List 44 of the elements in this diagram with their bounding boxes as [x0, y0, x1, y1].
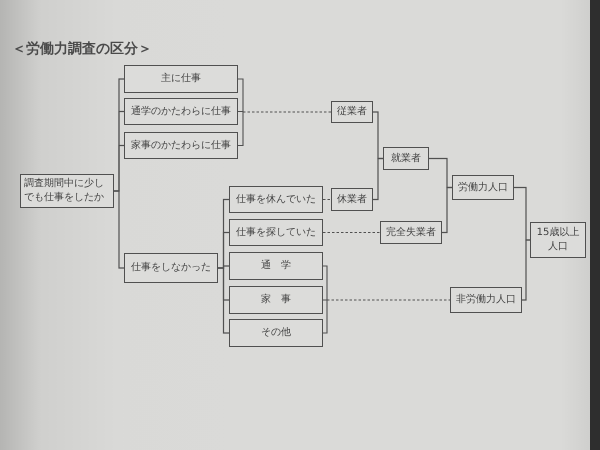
dashed-connector: [238, 111, 331, 146]
category-box: [331, 101, 373, 123]
category-box: [229, 252, 323, 280]
dashed-connector: [322, 232, 380, 234]
category-label: 就業者: [391, 152, 421, 166]
diagram-title: ＜労働力調査の区分＞: [12, 40, 152, 58]
category-label: 通学のかたわらに仕事: [131, 104, 231, 118]
dashed-connector: [323, 299, 450, 334]
category-label: 家 事: [261, 293, 291, 307]
category-box: [229, 319, 323, 347]
connector-line: [373, 158, 383, 200]
connector-line: [218, 267, 229, 334]
category-box: [383, 147, 429, 170]
category-label: 完全失業者: [386, 226, 436, 240]
category-box: [450, 287, 522, 313]
connector-line: [522, 239, 530, 301]
category-label: 通 学: [261, 259, 291, 273]
category-label: 仕事をしなかった: [131, 261, 211, 275]
category-label: 仕事を休んでいた: [236, 192, 316, 206]
category-box: [452, 175, 514, 200]
connector-line: [442, 186, 452, 234]
category-box: [229, 286, 323, 314]
category-label: 仕事を探していた: [236, 226, 316, 240]
category-box: [229, 219, 323, 246]
category-box: [124, 132, 238, 159]
category-box: [20, 174, 114, 208]
category-box: [124, 65, 238, 93]
category-box: [229, 186, 323, 213]
category-label: 15歳以上人口: [536, 226, 580, 254]
category-label: 主に仕事: [161, 72, 201, 86]
connector-line: [114, 190, 124, 269]
category-box: [380, 221, 442, 244]
category-box: [530, 222, 586, 258]
category-box: [124, 98, 238, 125]
category-label: その他: [261, 326, 291, 340]
category-label: 労働力人口: [458, 180, 508, 194]
category-label: 家事のかたわらに仕事: [131, 138, 231, 152]
category-label: 休業者: [337, 192, 367, 206]
category-label: 従業者: [337, 105, 367, 119]
category-box: [124, 253, 218, 283]
category-box: [331, 188, 373, 211]
category-label: 非労働力人口: [456, 293, 516, 307]
dashed-connector: [322, 198, 331, 200]
category-label: 調査期間中に少しでも仕事をしたか: [24, 177, 105, 205]
